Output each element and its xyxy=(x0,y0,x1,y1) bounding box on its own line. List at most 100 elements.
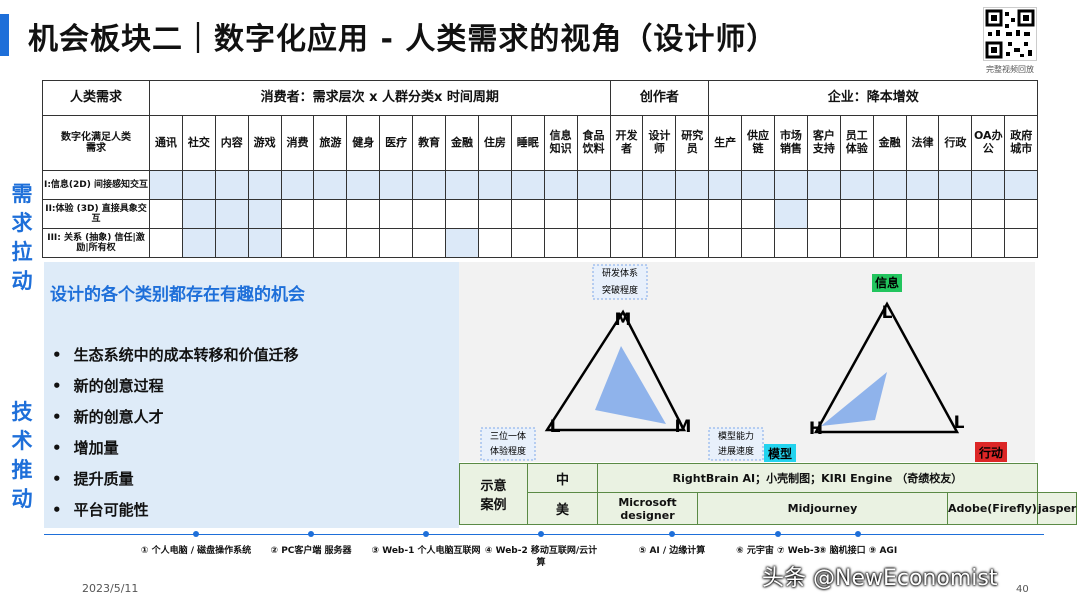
left-triangle-outline xyxy=(544,309,687,432)
category-header: 通讯 xyxy=(149,115,183,171)
capability-triangles: 研发体系 突破程度 M L M 三位一体 体验程度 信息 L H L 模型能力 … xyxy=(459,262,1035,462)
right-top-tag xyxy=(872,274,902,292)
matrix-cell xyxy=(741,228,775,258)
category-header: 市场销售 xyxy=(774,115,808,171)
right-left-tag xyxy=(764,444,796,462)
matrix-cell xyxy=(477,228,512,258)
matrix-cell xyxy=(149,199,183,229)
matrix-cell xyxy=(905,199,940,229)
bullet-item: 提升质量 xyxy=(52,468,299,499)
left-left-caption-line1: 三位一体 xyxy=(490,430,526,442)
category-header: 金融 xyxy=(445,115,479,171)
matrix-cell xyxy=(181,170,216,200)
left-left-letter: L xyxy=(550,417,561,437)
right-right-tag xyxy=(975,442,1007,462)
matrix-cell xyxy=(1004,170,1039,200)
right-triangle-outline xyxy=(813,301,960,434)
matrix-cell xyxy=(872,170,907,200)
category-header: 食品饮料 xyxy=(576,115,611,171)
qr-code-icon[interactable] xyxy=(983,7,1037,61)
matrix-cell xyxy=(971,228,1006,258)
matrix-cell xyxy=(477,199,512,229)
matrix-cell xyxy=(477,170,512,200)
matrix-cell xyxy=(543,170,578,200)
matrix-cell xyxy=(741,170,775,200)
matrix-cell xyxy=(412,170,447,200)
right-left-caption-line2: 进展速度 xyxy=(718,445,754,457)
matrix-cell xyxy=(412,199,447,229)
matrix-cell xyxy=(576,170,611,200)
matrix-cell xyxy=(510,199,545,229)
matrix-cell xyxy=(379,228,414,258)
matrix-cell xyxy=(774,228,808,258)
example-midjourney: Midjourney xyxy=(697,492,948,525)
left-right-letter: M xyxy=(675,417,692,437)
matrix-cell xyxy=(642,170,677,200)
page-title: 机会板块二｜数字化应用 - 人类需求的视角（设计师） xyxy=(28,22,778,57)
matrix-cell xyxy=(905,228,940,258)
matrix-cell xyxy=(313,170,348,200)
category-header: 社交 xyxy=(181,115,216,171)
bullet-item: 新的创意过程 xyxy=(52,375,299,406)
right-right-tag-text: 行动 xyxy=(978,445,1003,460)
bullet-list: 生态系统中的成本转移和价值迁移 新的创意过程 新的创意人才 增加量 提升质量 平… xyxy=(52,344,299,530)
matrix-cell xyxy=(872,199,907,229)
timeline-label: ④ Web-2 移动互联网/云计算 xyxy=(484,546,598,568)
matrix-cell xyxy=(938,228,973,258)
timeline-label: ③ Web-1 个人电脑互联网 xyxy=(371,546,481,556)
matrix-cell xyxy=(346,199,381,229)
category-header: 信息知识 xyxy=(543,115,578,171)
bullet-item: 平台可能性 xyxy=(52,499,299,530)
left-left-caption-box xyxy=(480,427,536,461)
matrix-cell xyxy=(412,228,447,258)
matrix-cell xyxy=(247,228,282,258)
matrix-cell xyxy=(214,228,249,258)
timeline-label: ⑤ AI / 边缘计算 xyxy=(638,546,706,556)
corner-header: 人类需求 xyxy=(42,80,150,116)
opportunity-panel: 设计的各个类别都存在有趣的机会 生态系统中的成本转移和价值迁移 新的创意过程 新… xyxy=(44,262,459,528)
left-top-caption-line1: 研发体系 xyxy=(602,267,638,279)
group-header-creator: 创作者 xyxy=(609,80,710,116)
right-top-tag-text: 信息 xyxy=(875,275,899,290)
tech-push-label: 技术推动 xyxy=(11,400,33,511)
matrix-cell xyxy=(675,170,710,200)
matrix-cell xyxy=(149,228,183,258)
footer-date: 2023/5/11 xyxy=(82,582,139,595)
matrix-cell xyxy=(741,199,775,229)
category-header: 开发者 xyxy=(609,115,644,171)
category-header: 教育 xyxy=(412,115,447,171)
category-header: 员工体验 xyxy=(839,115,874,171)
timeline-dot xyxy=(308,531,314,537)
right-left-letter: H xyxy=(809,419,823,439)
right-top-letter: L xyxy=(882,303,893,323)
category-header: 客户支持 xyxy=(806,115,841,171)
matrix-cell xyxy=(872,228,907,258)
matrix-cell xyxy=(280,199,315,229)
matrix-cell xyxy=(774,199,808,229)
matrix-cell xyxy=(609,170,644,200)
example-adobe-firefly: Adobe(Firefly) xyxy=(947,492,1038,525)
matrix-cell xyxy=(708,170,743,200)
left-top-caption-line2: 突破程度 xyxy=(602,284,638,296)
category-header: 旅游 xyxy=(313,115,348,171)
matrix-cell xyxy=(1004,199,1039,229)
qr-caption: 完整视频回放 xyxy=(986,65,1034,74)
group-header-enterprise: 企业：降本增效 xyxy=(708,80,1039,116)
timeline-dot xyxy=(423,531,429,537)
matrix-cell xyxy=(379,170,414,200)
examples-table: 示意案例 中 RightBrain AI；小壳制图；KIRI Engine （奇… xyxy=(459,463,1078,525)
example-microsoft-designer: Microsoft designer xyxy=(597,492,698,525)
matrix-cell xyxy=(181,228,216,258)
matrix-cell xyxy=(609,228,644,258)
watermark: 头条 @NewEconomist xyxy=(762,566,998,591)
matrix-cell xyxy=(445,170,479,200)
matrix-cell xyxy=(708,199,743,229)
timeline-dot xyxy=(193,531,199,537)
row-cn-text: RightBrain AI；小壳制图；KIRI Engine （奇绩校友） xyxy=(597,463,1038,493)
category-header: 行政 xyxy=(938,115,973,171)
matrix-cell xyxy=(708,228,743,258)
category-header: 消费 xyxy=(280,115,315,171)
category-header: 内容 xyxy=(214,115,249,171)
matrix-cell xyxy=(1004,228,1039,258)
timeline-label: ⑥ 元宇宙 ⑦ Web-3 xyxy=(736,546,820,556)
